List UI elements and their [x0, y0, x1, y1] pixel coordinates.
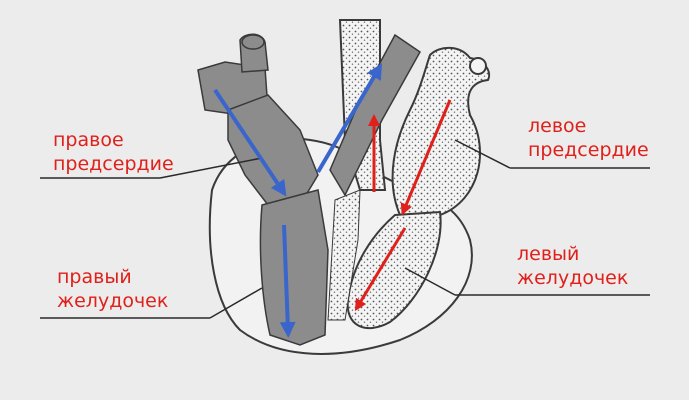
blue-arrow-pulmonary [316, 63, 383, 174]
label-right-ventricle: правый желудочек [57, 265, 168, 313]
label-right-ventricle-line2: желудочек [57, 290, 169, 312]
right-ventricle-shape [259, 189, 329, 346]
leader-left-atrium [454, 139, 511, 169]
label-right-atrium-line1: правое [53, 129, 124, 151]
label-left-ventricle-line2: желудочек [517, 267, 629, 289]
label-left-ventricle: левый желудочек [517, 242, 628, 290]
label-left-atrium: левое предсердие [528, 114, 649, 162]
label-left-ventricle-line1: левый [517, 243, 580, 265]
leader-right-ventricle [209, 287, 263, 319]
leader-left-ventricle [404, 267, 456, 296]
blue-arrow-right-ventricle [279, 224, 296, 338]
label-left-atrium-line2: предсердие [528, 139, 649, 161]
pulmonary-vein-opening [469, 57, 487, 75]
red-arrow-left-atrium [400, 99, 452, 216]
left-ventricle-shape [346, 210, 442, 330]
vena-cava-opening [241, 34, 265, 50]
red-arrow-left-ventricle [354, 227, 407, 312]
label-right-atrium-line2: предсердие [53, 153, 174, 175]
left-atrium-shape [391, 46, 490, 216]
blue-arrow-vena-cava [213, 88, 287, 197]
septum [327, 189, 361, 321]
label-left-atrium-line1: левое [528, 115, 587, 137]
leader-right-atrium [159, 157, 263, 179]
label-right-ventricle-line1: правый [57, 266, 132, 288]
label-right-atrium: правое предсердие [53, 128, 174, 176]
